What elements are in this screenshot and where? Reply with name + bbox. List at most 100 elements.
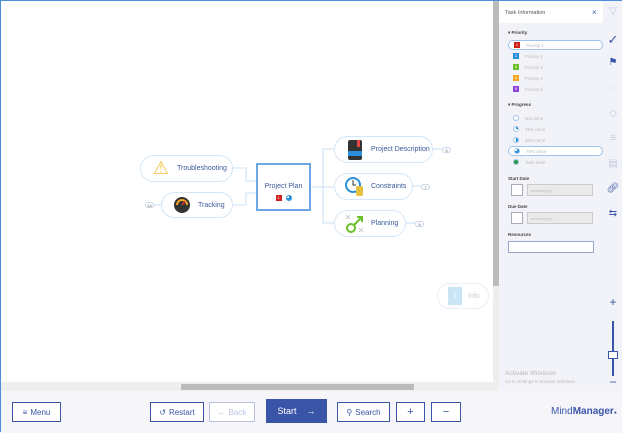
- zoom-in-button[interactable]: +: [609, 295, 617, 309]
- warning-icon: ⚠: [152, 158, 170, 178]
- document-icon[interactable]: ▤: [608, 158, 618, 169]
- horizontal-scrollbar[interactable]: [1, 382, 499, 391]
- progress-label: Task done: [525, 159, 546, 165]
- restart-icon: ↺: [159, 407, 166, 417]
- topic-tracking[interactable]: Tracking: [161, 192, 233, 218]
- notes-icon[interactable]: ≡: [610, 133, 616, 144]
- topic-project-description[interactable]: Project Description: [334, 136, 433, 163]
- priority-1-icon: 1: [514, 42, 520, 48]
- due-date-label: Due Date: [508, 204, 528, 209]
- priority-heading: ▾ Priority: [508, 30, 528, 35]
- due-date-input[interactable]: mm/dd/yyyy: [527, 212, 593, 224]
- due-date-checkbox[interactable]: [511, 212, 523, 224]
- priority-5-icon: 5: [513, 86, 519, 92]
- priority-label: Priority 2: [525, 53, 543, 59]
- watermark-title: Activate Windows: [505, 370, 557, 377]
- topic-label: Planning: [371, 220, 399, 227]
- progress-0-icon: [513, 115, 519, 121]
- start-date-checkbox[interactable]: [511, 184, 523, 196]
- info-icon: i: [448, 287, 462, 305]
- resources-input[interactable]: [508, 241, 594, 253]
- progress-option[interactable]: 50% done: [508, 135, 603, 145]
- start-button[interactable]: Start→: [266, 399, 327, 423]
- arrow-right-icon: →: [306, 406, 316, 416]
- topic-constraints[interactable]: Constraints: [334, 173, 413, 200]
- progress-option[interactable]: 25% done: [508, 124, 603, 134]
- progress-option[interactable]: Not done: [508, 113, 603, 123]
- gauge-icon: [172, 195, 192, 215]
- floating-topic-info[interactable]: i Info: [437, 283, 489, 309]
- topic-label: Tracking: [198, 201, 225, 209]
- priority-label: Priority 1: [526, 42, 544, 48]
- progress-heading: ▾ Progress: [508, 102, 532, 107]
- mind-map-canvas[interactable]: ⚠ Troubleshooting Tracking 14 Project De…: [1, 1, 493, 382]
- progress-label: Not done: [525, 115, 544, 121]
- connectors: [153, 148, 442, 224]
- progress-label: 25% done: [525, 126, 546, 132]
- watermark-subtitle: Go to Settings to activate Windows.: [505, 379, 577, 384]
- filter-icon[interactable]: ▽: [609, 6, 617, 17]
- panel-title: Task Information: [505, 10, 546, 16]
- task-check-icon[interactable]: ✓: [607, 32, 619, 47]
- close-icon[interactable]: ×: [592, 8, 597, 17]
- central-topic[interactable]: Project Plan 1: [256, 163, 311, 211]
- zoom-slider[interactable]: [612, 321, 614, 376]
- progress-option[interactable]: 75% done: [508, 146, 603, 156]
- topic-label: Project Description: [371, 146, 430, 153]
- zoom-slider-thumb[interactable]: [608, 350, 618, 359]
- back-button[interactable]: ←Back: [209, 402, 255, 422]
- priority-1-icon: 1: [275, 195, 282, 201]
- priority-2-icon: 2: [513, 53, 519, 59]
- priority-option[interactable]: 2 Priority 2: [508, 51, 603, 61]
- arrow-left-icon: ←: [217, 407, 226, 417]
- topic-label: Constraints: [371, 183, 407, 190]
- progress-75-icon: [514, 148, 520, 154]
- topic-planning[interactable]: Planning: [334, 210, 406, 237]
- flag-icon[interactable]: ⚑: [608, 57, 618, 68]
- strategy-icon: [345, 214, 365, 234]
- priority-option[interactable]: 5 Priority 5: [508, 84, 603, 94]
- topic-label: Troubleshooting: [177, 165, 227, 172]
- vertical-scrollbar[interactable]: [493, 1, 499, 382]
- clock-coins-icon: [345, 176, 365, 197]
- subtopic-count-badge[interactable]: 9: [415, 221, 424, 227]
- restart-button[interactable]: ↺Restart: [150, 402, 204, 422]
- progress-label: 75% done: [526, 148, 547, 154]
- progress-option[interactable]: Task done: [508, 157, 603, 167]
- scroll-thumb[interactable]: [181, 384, 414, 390]
- swap-icon[interactable]: ⇆: [608, 208, 618, 219]
- priority-option[interactable]: 3 Priority 3: [508, 62, 603, 72]
- tag-icon[interactable]: ◇: [609, 108, 617, 119]
- priority-3-icon: 3: [513, 64, 519, 70]
- scroll-thumb[interactable]: [493, 1, 499, 286]
- add-topic-button[interactable]: +: [396, 402, 425, 422]
- zoom-out-button[interactable]: −: [609, 375, 617, 389]
- progress-label: 50% done: [525, 137, 546, 143]
- icon-sidebar: [603, 1, 622, 391]
- topic-label: Info: [468, 292, 480, 300]
- notebook-icon: [345, 139, 365, 160]
- priority-label: Priority 4: [525, 75, 543, 81]
- subtopic-count-badge[interactable]: 7: [421, 184, 430, 190]
- priority-option[interactable]: 4 Priority 4: [508, 73, 603, 83]
- progress-25-icon: [513, 126, 519, 132]
- priority-4-icon: 4: [513, 75, 519, 81]
- subtopic-count-badge[interactable]: 14: [145, 202, 154, 208]
- comment-icon[interactable]: ◌: [610, 83, 616, 94]
- remove-topic-button[interactable]: −: [431, 402, 461, 422]
- priority-label: Priority 3: [525, 64, 543, 70]
- priority-option[interactable]: 1 Priority 1: [508, 40, 603, 50]
- start-date-input[interactable]: mm/dd/yyyy: [527, 184, 593, 196]
- subtopic-count-badge[interactable]: 5: [442, 147, 451, 153]
- progress-100-icon: [513, 159, 519, 165]
- mindmanager-logo: MindManager●: [551, 406, 617, 417]
- resources-label: Resources: [508, 232, 532, 237]
- topic-troubleshooting[interactable]: ⚠ Troubleshooting: [140, 155, 233, 182]
- task-information-panel: Task Information × ▾ Priority ▾ Progress…: [499, 1, 603, 391]
- search-button[interactable]: ⚲Search: [337, 402, 390, 422]
- progress-75-icon: [285, 195, 292, 201]
- priority-label: Priority 5: [525, 86, 543, 92]
- progress-50-icon: [513, 137, 519, 143]
- menu-button[interactable]: ≡Menu: [12, 402, 61, 422]
- link-icon[interactable]: 🔗︎: [606, 183, 620, 194]
